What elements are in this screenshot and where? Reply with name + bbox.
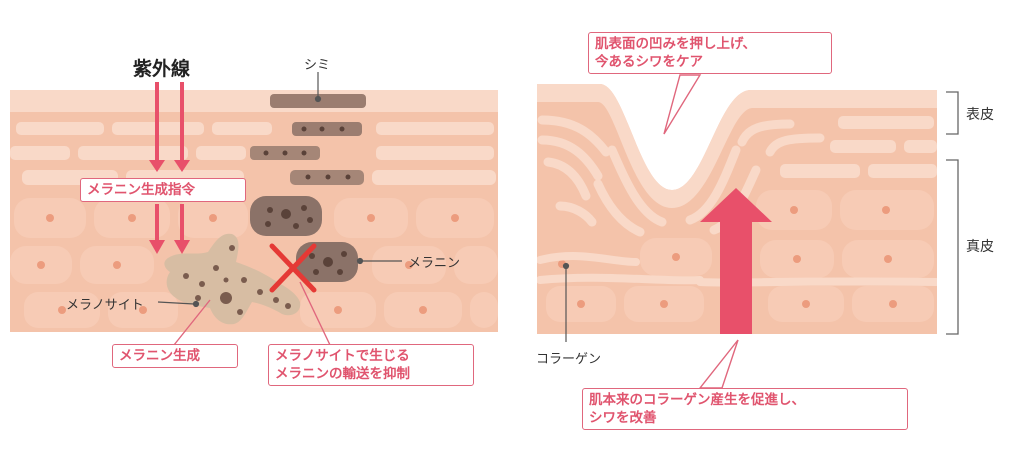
callout-push-up: 肌表面の凹みを押し上げ、 今あるシワをケア	[588, 32, 832, 74]
callout-melanin-instruction: メラニン生成指令	[80, 178, 246, 202]
collagen-fibers	[537, 252, 937, 287]
collagen-label: コラーゲン	[536, 352, 602, 367]
callout-line-1: メラノサイトで生じる	[275, 348, 410, 364]
cross-mark	[269, 243, 317, 293]
melanin-granules	[250, 94, 366, 282]
callout-text: メラニン生成	[119, 348, 200, 364]
right-skin-panel	[537, 84, 937, 334]
callout-line-1: 肌表面の凹みを押し上げ、	[595, 36, 757, 52]
right-leader-lines	[562, 262, 570, 342]
left-callout-lines	[173, 281, 331, 346]
epidermis-label: 表皮	[966, 107, 994, 123]
melanocyte-cell	[164, 233, 301, 325]
right-callout-tails	[663, 74, 739, 389]
callout-promote-collagen: 肌本来のコラーゲン産生を促進し、 シワを改善	[582, 388, 908, 430]
dermis-label: 真皮	[966, 239, 994, 255]
uv-arrows	[149, 82, 190, 254]
callout-text: メラニン生成指令	[87, 182, 195, 198]
left-leader-lines	[157, 72, 402, 308]
callout-line-1: 肌本来のコラーゲン産生を促進し、	[589, 392, 805, 408]
melanocyte-label: メラノサイト	[66, 298, 144, 313]
callout-line-2: メラニンの輸送を抑制	[275, 366, 410, 382]
callout-line-2: シワを改善	[589, 410, 657, 426]
melanin-label: メラニン	[408, 256, 461, 271]
uv-label: 紫外線	[133, 58, 191, 80]
left-skin-panel	[10, 90, 498, 332]
callout-transport-suppression: メラノサイトで生じる メラニンの輸送を抑制	[268, 344, 474, 386]
spot-label: シミ	[304, 58, 331, 73]
push-up-arrow	[700, 188, 772, 334]
layer-brackets	[946, 91, 959, 335]
callout-line-2: 今あるシワをケア	[595, 54, 703, 70]
callout-melanin-production: メラニン生成	[112, 344, 238, 368]
